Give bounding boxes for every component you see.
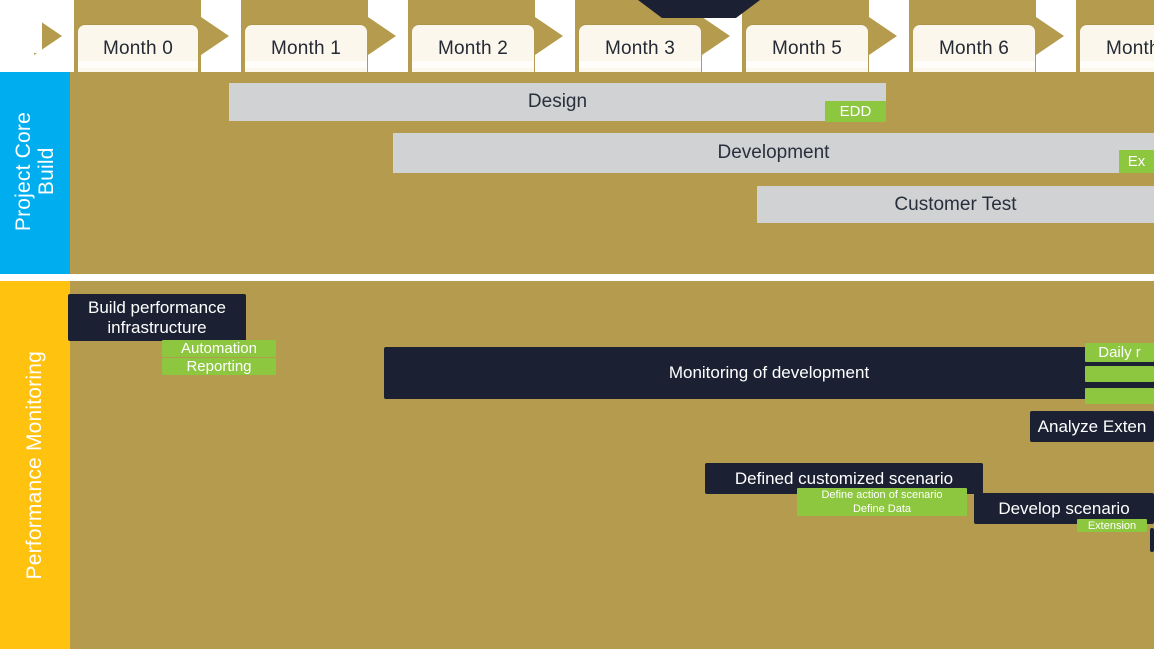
task-bar-automation[interactable]: Automation — [162, 340, 276, 357]
task-bar-label: Monitoring of development — [668, 363, 870, 383]
task-bar-label: Customer Test — [894, 193, 1017, 215]
task-bar-define-data[interactable]: Define Data — [797, 502, 967, 516]
task-bar-development[interactable]: Development — [393, 133, 1154, 173]
task-bar-next-task-sliver[interactable] — [1150, 528, 1154, 552]
task-bar-label: Design — [527, 91, 588, 112]
task-bar-define-action-of-scenario[interactable]: Define action of scenario — [797, 488, 967, 502]
month-tab-3[interactable]: Month 3 — [579, 25, 701, 72]
task-bar-develop-scenario[interactable]: Develop scenario — [974, 493, 1154, 524]
month-tab-label: Month 1 — [270, 37, 342, 59]
task-bar-label: Define Data — [852, 503, 912, 515]
month-tab-6[interactable]: Month 7 — [1080, 25, 1154, 72]
offscreen-task-peek — [638, 0, 760, 18]
task-bar-analyze-extension[interactable]: Analyze Exten — [1030, 411, 1154, 442]
task-bar-dev-extension[interactable]: Ex — [1119, 150, 1154, 173]
month-tab-label: Month 0 — [102, 37, 174, 59]
task-bar-label: Build performance infrastructure — [88, 297, 226, 337]
timeline-header: Month 0 Month 1 Month 2 Month 3 Month 5 Month… — [0, 0, 1154, 72]
task-bar-label: Analyze Exten — [1037, 416, 1147, 436]
swimlane-label-text: Performance Monitoring — [23, 350, 47, 580]
task-bar-label: Automation — [181, 340, 257, 357]
task-bar-extension[interactable]: Extension — [1077, 519, 1147, 532]
task-bar-daily-report[interactable]: Daily r — [1085, 343, 1154, 362]
task-bar-reporting[interactable]: Reporting — [162, 358, 276, 375]
month-tab-label: Month 3 — [604, 37, 676, 59]
swimlane-divider — [0, 274, 1154, 281]
task-bar-label: Reporting — [186, 358, 252, 375]
task-bar-design[interactable]: Design — [229, 83, 886, 121]
task-bar-label: Daily r — [1098, 344, 1141, 361]
task-bar-monitor-sub-2[interactable] — [1085, 366, 1154, 382]
task-bar-label: Ex — [1127, 153, 1146, 170]
task-bar-customer-test[interactable]: Customer Test — [757, 186, 1154, 223]
task-bar-monitor-sub-3[interactable] — [1085, 388, 1154, 404]
task-bar-label: Extension — [1087, 519, 1137, 532]
task-bar-label: Defined customized scenario — [734, 468, 954, 488]
month-tab-label: Month 7 — [1105, 37, 1154, 59]
month-tab-label: Month 5 — [771, 37, 843, 59]
task-bar-label: Define action of scenario — [821, 489, 943, 501]
task-bar-label: EDD — [839, 103, 872, 120]
month-tab-0[interactable]: Month 0 — [78, 25, 198, 72]
month-tab-1[interactable]: Month 1 — [245, 25, 367, 72]
task-bar-label: Development — [717, 142, 830, 163]
timeline-start-notch — [0, 17, 42, 53]
swimlane-label-project-core-build: Project Core Build — [0, 70, 70, 274]
month-tab-2[interactable]: Month 2 — [412, 25, 534, 72]
swimlane-label-text: Project Core Build — [11, 112, 58, 232]
task-bar-label: Develop scenario — [998, 498, 1130, 518]
month-tab-5[interactable]: Month 6 — [913, 25, 1035, 72]
swimlane-label-performance-monitoring: Performance Monitoring — [0, 281, 70, 649]
task-bar-build-performance-infrastructure[interactable]: Build performance infrastructure — [68, 294, 246, 341]
task-bar-edd-milestone[interactable]: EDD — [825, 101, 886, 122]
month-tab-4[interactable]: Month 5 — [746, 25, 868, 72]
month-tab-label: Month 2 — [437, 37, 509, 59]
task-bar-monitoring-of-development[interactable]: Monitoring of development — [384, 347, 1154, 399]
month-tab-label: Month 6 — [938, 37, 1010, 59]
